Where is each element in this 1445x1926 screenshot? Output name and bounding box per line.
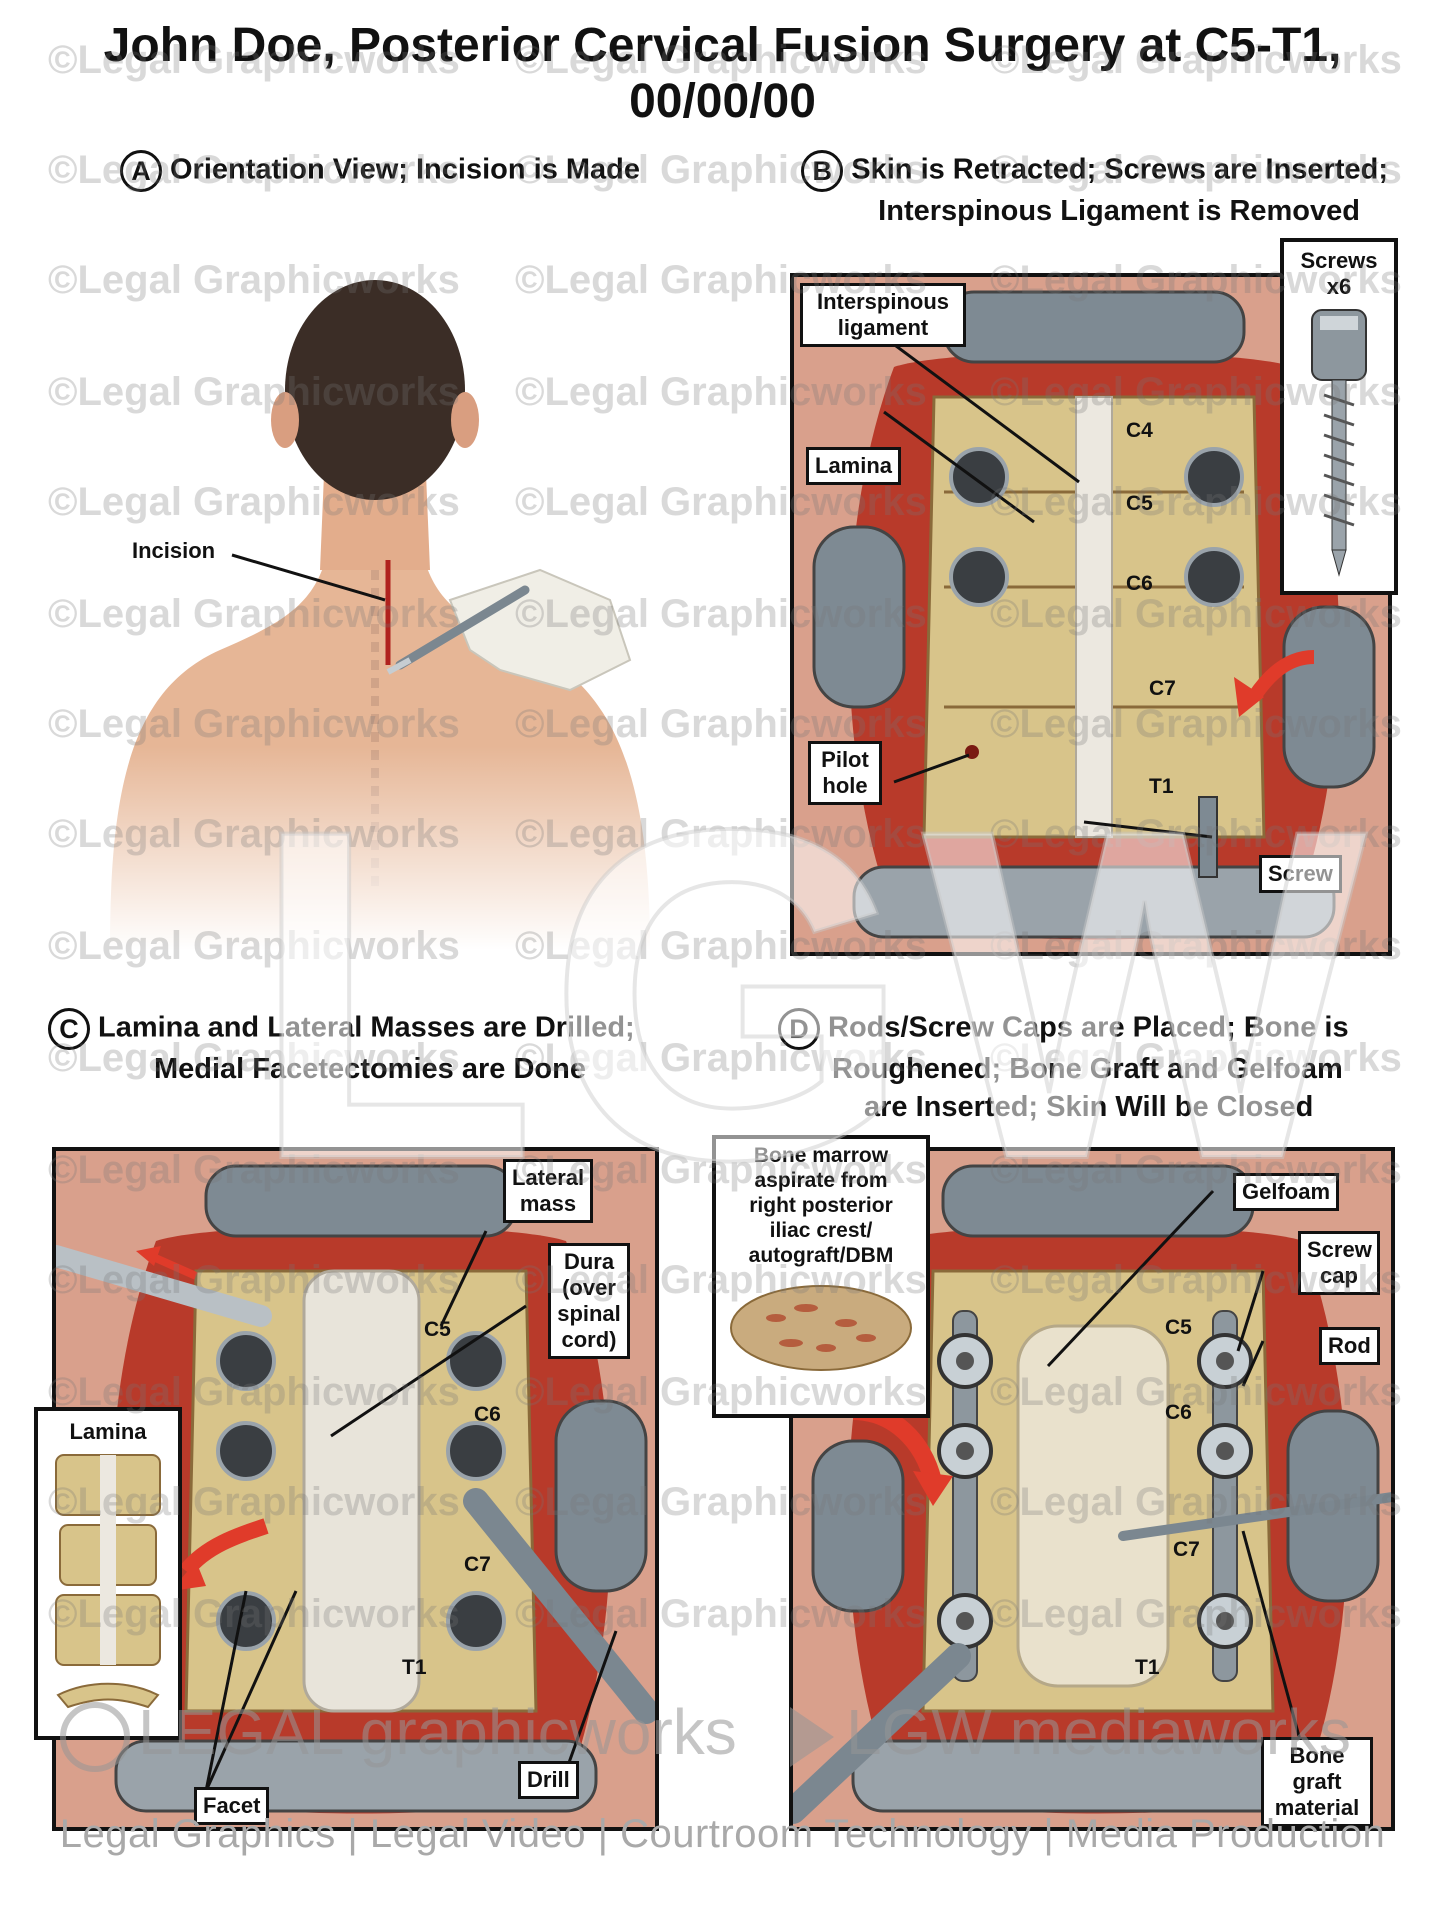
panel-d-heading-line-3: are Inserted; Skin Will be Closed <box>864 1091 1314 1123</box>
footer-tagline: Legal Graphics | Legal Video | Courtroom… <box>59 1812 1386 1856</box>
vertebra-label-c6: C6 <box>1126 572 1153 595</box>
bone-graft-text-1: Bone <box>1289 1743 1345 1768</box>
bone-marrow-label: Bone marrow aspirate from right posterio… <box>716 1143 926 1268</box>
vertebra-label-t1: T1 <box>1149 775 1174 798</box>
patient-back-illustration <box>70 270 690 950</box>
interspinous-ligament-callout: Interspinous ligament <box>800 283 966 347</box>
screw-cap-text-2: cap <box>1320 1263 1358 1288</box>
lamina-inset: Lamina <box>34 1407 182 1740</box>
panel-c-letter: C <box>48 1008 90 1050</box>
vertebra-label-c7: C7 <box>464 1553 491 1576</box>
vertebra-label-c5: C5 <box>1165 1316 1192 1339</box>
screws-inset-text-1: Screws <box>1300 248 1378 273</box>
bone-marrow-text-2: aspirate from <box>754 1169 888 1192</box>
lamina-inset-label: Lamina <box>69 1419 147 1444</box>
pilot-hole-text-2: hole <box>822 773 868 798</box>
lateral-mass-text-1: Lateral <box>512 1165 585 1190</box>
panel-b-heading-line-1: Skin is Retracted; Screws are Inserted; <box>851 153 1388 186</box>
pilot-hole-callout: Pilot hole <box>808 741 882 805</box>
bone-marrow-text-3: right posterior <box>749 1194 893 1217</box>
panel-d-heading-line-1: Rods/Screw Caps are Placed; Bone is <box>828 1011 1349 1044</box>
panel-c-heading-line-2: Medial Facetectomies are Done <box>154 1053 586 1085</box>
lamina-callout: Lamina <box>806 447 902 485</box>
incision-label: Incision <box>132 538 216 563</box>
screws-inset: Screws x6 <box>1280 238 1398 595</box>
page-title: John Doe, Posterior Cervical Fusion Surg… <box>0 18 1445 130</box>
dura-text-3: spinal <box>557 1301 621 1326</box>
vertebra-label-c5: C5 <box>1126 492 1153 515</box>
vertebra-label-c4: C4 <box>1126 419 1153 442</box>
bone-marrow-text-1: Bone marrow <box>753 1144 889 1167</box>
bone-graft-callout: Bone graft material <box>1261 1737 1373 1827</box>
screw-cap-text-1: Screw <box>1307 1237 1372 1262</box>
vertebra-label-c5: C5 <box>424 1318 451 1341</box>
panel-a-letter: A <box>120 150 162 192</box>
panel-a-heading-text: Orientation View; Incision is Made <box>170 153 641 186</box>
lamina-inset-illustration <box>55 1454 161 1709</box>
rod-callout: Rod <box>1319 1327 1380 1365</box>
lateral-mass-callout: Lateral mass <box>503 1159 593 1223</box>
panel-b-heading-line-2: Interspinous Ligament is Removed <box>878 195 1360 227</box>
drill-callout: Drill <box>518 1761 579 1799</box>
screw-callout: Screw <box>1259 855 1342 893</box>
panel-d-heading-line-2: Roughened; Bone Graft and Gelfoam <box>832 1053 1343 1085</box>
title-line-1: John Doe, Posterior Cervical Fusion Surg… <box>103 19 1342 72</box>
dura-text-1: Dura <box>563 1249 615 1274</box>
bone-graft-material-icon <box>730 1285 912 1371</box>
lateral-mass-text-2: mass <box>519 1191 577 1216</box>
panel-a-illustration: Incision <box>70 270 690 950</box>
dura-text-2: (over <box>562 1275 616 1300</box>
screw-cap-callout: Screw cap <box>1298 1231 1380 1295</box>
pedicle-screw-icon <box>1311 309 1367 577</box>
vertebra-label-c7: C7 <box>1149 677 1176 700</box>
panel-d-spine-illustration <box>793 1151 1391 1827</box>
bone-graft-text-2: graft <box>1292 1769 1342 1794</box>
vertebra-label-t1: T1 <box>1135 1656 1160 1679</box>
vertebra-label-t1: T1 <box>402 1656 427 1679</box>
screws-inset-label: Screws x6 <box>1284 248 1394 300</box>
gelfoam-callout: Gelfoam <box>1233 1173 1340 1211</box>
bone-marrow-text-5: autograft/DBM <box>748 1244 894 1267</box>
vertebra-label-c6: C6 <box>474 1403 501 1426</box>
panel-c-heading-line-1: Lamina and Lateral Masses are Drilled; <box>98 1011 635 1044</box>
dura-text-4: cord) <box>561 1327 617 1352</box>
vertebra-label-c7: C7 <box>1173 1538 1200 1561</box>
panel-b-spine-illustration <box>794 277 1388 952</box>
interspinous-ligament-text-1: Interspinous <box>816 289 949 314</box>
dura-callout: Dura (over spinal cord) <box>548 1243 630 1359</box>
interspinous-ligament-text-2: ligament <box>837 315 929 340</box>
facet-callout: Facet <box>194 1787 270 1825</box>
pilot-hole-text-1: Pilot <box>821 747 869 772</box>
title-line-2: 00/00/00 <box>629 75 816 128</box>
bone-marrow-text-4: iliac crest/ <box>769 1219 873 1242</box>
panel-b-letter: B <box>801 150 844 192</box>
panel-d-letter: D <box>778 1008 820 1050</box>
bone-marrow-inset: Bone marrow aspirate from right posterio… <box>712 1135 930 1418</box>
bone-graft-text-3: material <box>1274 1795 1360 1820</box>
panel-c-surgical-view: Lateral mass Dura (over spinal cord) Fac… <box>52 1147 659 1831</box>
vertebra-label-c6: C6 <box>1165 1401 1192 1424</box>
screws-inset-text-2: x6 <box>1326 274 1352 299</box>
